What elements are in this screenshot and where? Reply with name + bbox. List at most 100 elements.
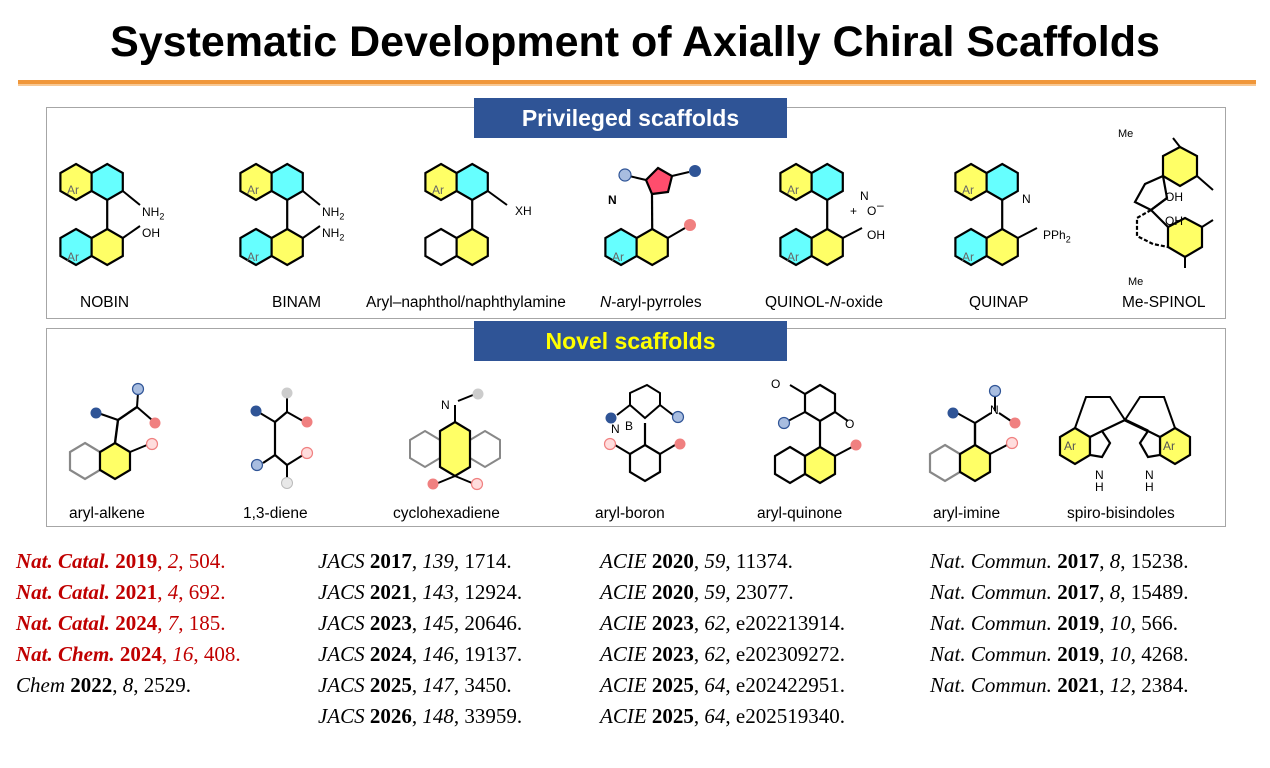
reference-page: 12924. bbox=[464, 580, 523, 604]
pyrrole-n: N bbox=[608, 193, 617, 207]
reference-year: 2025 bbox=[651, 673, 694, 697]
reference-year: 2019 bbox=[1057, 642, 1100, 666]
aryl-boron-structure bbox=[603, 383, 686, 483]
reference-year: 2020 bbox=[651, 549, 694, 573]
reference-page: 3450. bbox=[464, 673, 512, 697]
reference-volume: 8 bbox=[1109, 580, 1121, 604]
reference-volume: 59 bbox=[704, 549, 726, 573]
privileged-scaffolds-banner: Privileged scaffolds bbox=[474, 98, 787, 138]
arylnaphthol-ar: Ar bbox=[432, 183, 444, 197]
reference-entry: Nat. Chem. 2024, 16, 408. bbox=[16, 642, 241, 666]
reference-page: 15238. bbox=[1130, 549, 1189, 573]
reference-year: 2024 bbox=[115, 611, 158, 635]
reference-entry: Nat. Commun. 2019, 10, 4268. bbox=[930, 642, 1189, 666]
reference-page: e202519340. bbox=[735, 704, 845, 728]
nobin-ar-lower: Ar bbox=[67, 250, 79, 264]
nobin-oh: OH bbox=[142, 226, 160, 240]
spinol-oh-top: OH bbox=[1165, 190, 1183, 204]
reference-year: 2020 bbox=[651, 580, 694, 604]
quinap-ar-upper: Ar bbox=[962, 183, 974, 197]
reference-journal: Chem bbox=[16, 673, 65, 697]
reference-year: 2017 bbox=[1057, 549, 1100, 573]
reference-journal: Nat. Catal. bbox=[16, 549, 110, 573]
quinol-oxide: O bbox=[867, 204, 877, 218]
reference-volume: 62 bbox=[704, 642, 726, 666]
quinap-pph2: PPh2 bbox=[1043, 228, 1071, 245]
reference-page: 504. bbox=[188, 549, 226, 573]
reference-page: 2529. bbox=[143, 673, 191, 697]
reference-volume: 146 bbox=[422, 642, 454, 666]
quinap-structure bbox=[954, 162, 1038, 267]
reference-journal: JACS bbox=[318, 642, 365, 666]
reference-page: 566. bbox=[1141, 611, 1178, 635]
reference-journal: Nat. Catal. bbox=[16, 580, 110, 604]
reference-journal: Nat. Commun. bbox=[930, 611, 1052, 635]
reference-journal: Nat. Chem. bbox=[16, 642, 115, 666]
reference-year: 2026 bbox=[369, 704, 412, 728]
references-col-4: Nat. Commun. 2017, 8, 15238.Nat. Commun.… bbox=[930, 546, 1188, 701]
reference-journal: ACIE bbox=[600, 673, 647, 697]
reference-entry: Chem 2022, 8, 2529. bbox=[16, 673, 191, 697]
reference-page: 1714. bbox=[464, 549, 512, 573]
aryl-imine-structure bbox=[928, 384, 1021, 483]
reference-page: 19137. bbox=[464, 642, 523, 666]
reference-year: 2017 bbox=[1057, 580, 1100, 604]
quinap-ar-lower: Ar bbox=[962, 250, 974, 264]
arylboron-n: N bbox=[611, 422, 620, 436]
reference-entry: ACIE 2020, 59, 23077. bbox=[600, 580, 794, 604]
reference-volume: 147 bbox=[422, 673, 454, 697]
arylimine-n: N bbox=[990, 403, 999, 417]
label-aryl-boron: aryl-boron bbox=[595, 505, 665, 522]
page-title: Systematic Development of Axially Chiral… bbox=[110, 18, 1160, 66]
reference-volume: 64 bbox=[704, 704, 726, 728]
reference-volume: 10 bbox=[1109, 611, 1131, 635]
reference-year: 2022 bbox=[70, 673, 113, 697]
reference-year: 2025 bbox=[651, 704, 694, 728]
aryl-naphthol-structure bbox=[424, 162, 508, 267]
quinol-n: N bbox=[860, 189, 869, 203]
label-binam: BINAM bbox=[272, 294, 322, 311]
reference-journal: Nat. Commun. bbox=[930, 549, 1052, 573]
reference-journal: Nat. Catal. bbox=[16, 611, 110, 635]
reference-year: 2017 bbox=[369, 549, 412, 573]
reference-volume: 145 bbox=[422, 611, 454, 635]
reference-year: 2023 bbox=[651, 642, 694, 666]
reference-year: 2025 bbox=[369, 673, 412, 697]
binam-nh2-upper: NH2 bbox=[322, 205, 345, 222]
references-col-3: ACIE 2020, 59, 11374.ACIE 2020, 59, 2307… bbox=[600, 546, 845, 732]
privileged-scaffolds-panel bbox=[46, 107, 1226, 319]
reference-journal: JACS bbox=[318, 580, 365, 604]
reference-journal: Nat. Commun. bbox=[930, 673, 1052, 697]
arylnaphthol-xh: XH bbox=[515, 204, 532, 218]
reference-entry: JACS 2021, 143, 12924. bbox=[318, 580, 523, 604]
reference-journal: Nat. Commun. bbox=[930, 580, 1052, 604]
reference-volume: 148 bbox=[422, 704, 454, 728]
reference-year: 2019 bbox=[115, 549, 158, 573]
nobin-nh2: NH2 bbox=[142, 205, 165, 222]
reference-entry: ACIE 2025, 64, e202519340. bbox=[600, 704, 845, 728]
reference-entry: JACS 2026, 148, 33959. bbox=[318, 704, 523, 728]
quinol-plus: + bbox=[850, 204, 858, 218]
quinol-minus: – bbox=[877, 198, 884, 212]
reference-year: 2023 bbox=[369, 611, 412, 635]
nobin-ar-upper: Ar bbox=[67, 183, 79, 197]
label-aryl-alkene: aryl-alkene bbox=[69, 505, 145, 522]
reference-entry: JACS 2025, 147, 3450. bbox=[318, 673, 512, 697]
title-underline bbox=[18, 80, 1256, 84]
reference-page: 15489. bbox=[1130, 580, 1189, 604]
reference-page: e202422951. bbox=[735, 673, 845, 697]
spinol-me-top: Me bbox=[1118, 128, 1134, 140]
label-aryl-naphthol: Aryl–naphthol/naphthylamine bbox=[366, 294, 566, 311]
reference-page: 23077. bbox=[735, 580, 794, 604]
me-spinol-structure bbox=[1133, 137, 1214, 268]
reference-page: 185. bbox=[188, 611, 226, 635]
pyrrole-ar: Ar bbox=[612, 250, 624, 264]
references-col-1: Nat. Catal. 2019, 2, 504.Nat. Catal. 202… bbox=[16, 546, 241, 701]
aryl-quinone-structure bbox=[773, 383, 862, 485]
reference-page: e202309272. bbox=[735, 642, 845, 666]
reference-volume: 143 bbox=[422, 580, 454, 604]
aryl-alkene-structure bbox=[68, 382, 161, 481]
quinol-ar-lower: Ar bbox=[787, 250, 799, 264]
reference-volume: 139 bbox=[422, 549, 454, 573]
